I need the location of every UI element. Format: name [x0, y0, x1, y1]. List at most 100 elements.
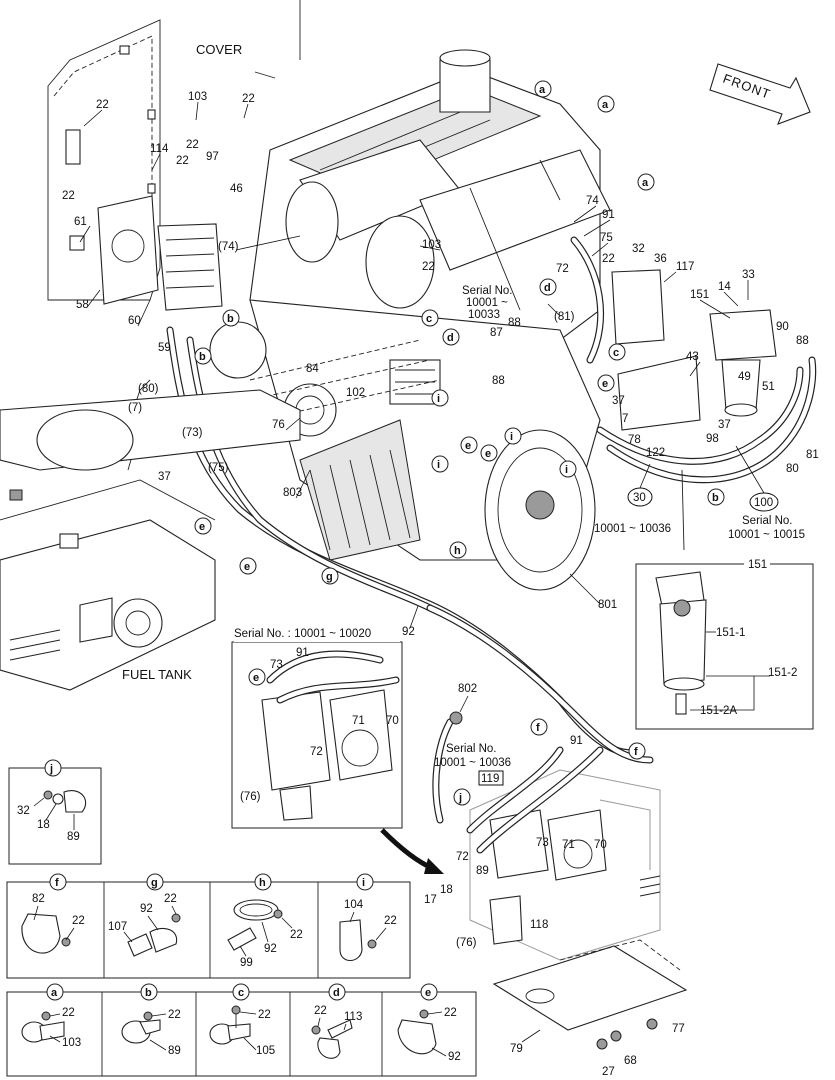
cover-label: COVER — [196, 42, 242, 57]
ref-f-marker: f — [536, 722, 540, 734]
label-74: 74 — [586, 195, 599, 207]
label-71: 71 — [562, 839, 575, 851]
filter-label-151-1: 151-1 — [716, 627, 745, 639]
ref-i-marker: i — [510, 431, 513, 443]
filter-bracket — [611, 269, 777, 431]
label-117: 117 — [676, 261, 694, 273]
label-22: 22 — [242, 93, 255, 105]
ref-e-marker: e — [465, 440, 471, 452]
ref-e-marker: e — [253, 672, 259, 684]
detail-a-key: a — [51, 987, 58, 999]
label-7-ref: (7) — [128, 402, 142, 414]
label-73: 73 — [536, 837, 549, 849]
detail-d-key: d — [333, 987, 340, 999]
label-122: 122 — [646, 447, 665, 459]
ref-i-marker: i — [437, 459, 440, 471]
label-70: 70 — [594, 839, 607, 851]
ref-i-marker: i — [565, 464, 568, 476]
inset-label-71: 71 — [352, 715, 365, 727]
label-90: 90 — [776, 321, 789, 333]
fuel-tank: FUEL TANK — [0, 389, 301, 691]
ref-e-marker: e — [199, 521, 205, 533]
ref-b-marker: b — [199, 351, 206, 363]
detail-e-key: e — [425, 987, 431, 999]
serial-note-range: 10001 ~ 10036 — [434, 757, 511, 769]
label-22: 22 — [422, 261, 435, 273]
ref-i-marker: i — [437, 393, 440, 405]
ref-g-marker: g — [326, 571, 333, 583]
label-75-ref: (75) — [208, 462, 229, 474]
serial-note-range: 10001 ~ 10015 — [728, 529, 805, 541]
label-92: 92 — [402, 626, 415, 638]
serial-note-range: 10033 — [468, 309, 500, 321]
detail-h-99: 99 — [240, 957, 253, 969]
label-79: 79 — [510, 1043, 523, 1055]
label-22: 22 — [96, 99, 109, 111]
label-36: 36 — [654, 253, 667, 265]
detail-e-92: 92 — [448, 1051, 461, 1063]
label-81-ref: (81) — [554, 311, 575, 323]
label-22: 22 — [176, 155, 189, 167]
serial-note-title: Serial No. — [462, 285, 513, 297]
ref-e-marker: e — [602, 378, 608, 390]
ref-e-marker: e — [485, 448, 491, 460]
label-103: 103 — [188, 91, 207, 103]
label-76: 76 — [272, 419, 285, 431]
serial-note-range: 10001 ~ — [466, 297, 508, 309]
label-61: 61 — [74, 216, 87, 228]
label-30: 30 — [633, 492, 646, 504]
front-arrow: FRONT — [709, 63, 811, 125]
label-119: 119 — [481, 773, 499, 785]
label-76-ref: (76) — [456, 937, 477, 949]
label-72: 72 — [456, 851, 469, 863]
ref-c-marker: c — [613, 347, 619, 359]
inset-label-72: 72 — [310, 746, 323, 758]
detail-h-key: h — [259, 877, 266, 889]
detail-a-103: 103 — [62, 1037, 81, 1049]
detail-j-key: j — [49, 763, 53, 775]
ref-b-marker: b — [227, 313, 234, 325]
detail-row-2: a 22 103 b 22 89 c 22 105 d 22 113 — [6, 983, 477, 1077]
leader-lines — [79, 101, 765, 629]
label-68: 68 — [624, 1055, 637, 1067]
ref-d-marker: d — [544, 282, 551, 294]
detail-d-113: 113 — [344, 1011, 362, 1023]
label-91: 91 — [570, 735, 583, 747]
serial-note-title: Serial No. — [446, 743, 497, 755]
label-22: 22 — [602, 253, 615, 265]
detail-g-key: g — [151, 877, 158, 889]
filter-title: 151 — [748, 559, 767, 571]
label-73-ref: (73) — [182, 427, 203, 439]
label-72: 72 — [556, 263, 569, 275]
label-46: 46 — [230, 183, 243, 195]
label-27: 27 — [602, 1066, 615, 1078]
label-37: 37 — [612, 395, 625, 407]
detail-j-18: 18 — [37, 819, 50, 831]
label-801: 801 — [598, 599, 617, 611]
label-87: 87 — [490, 327, 503, 339]
label-81: 81 — [806, 449, 819, 461]
detail-j-32: 32 — [17, 805, 30, 817]
detail-i-22: 22 — [384, 915, 397, 927]
filter-label-151-2: 151-2 — [768, 667, 797, 679]
detail-f-82: 82 — [32, 893, 45, 905]
label-37: 37 — [158, 471, 171, 483]
label-80: 80 — [786, 463, 799, 475]
detail-b-22: 22 — [168, 1009, 181, 1021]
cover-panel: COVER — [47, 0, 301, 301]
detail-e-22: 22 — [444, 1007, 457, 1019]
label-88: 88 — [492, 375, 505, 387]
inset-label-91: 91 — [296, 647, 309, 659]
label-18: 18 — [440, 884, 453, 896]
label-51: 51 — [762, 381, 775, 393]
detail-f-key: f — [55, 877, 59, 889]
label-43: 43 — [686, 351, 699, 363]
ref-j-marker: j — [458, 792, 462, 804]
detail-g-92: 92 — [140, 903, 153, 915]
detail-d-22: 22 — [314, 1005, 327, 1017]
detail-g-22: 22 — [164, 893, 177, 905]
label-118: 118 — [530, 919, 548, 931]
label-97: 97 — [206, 151, 219, 163]
ref-d-marker: d — [447, 332, 454, 344]
